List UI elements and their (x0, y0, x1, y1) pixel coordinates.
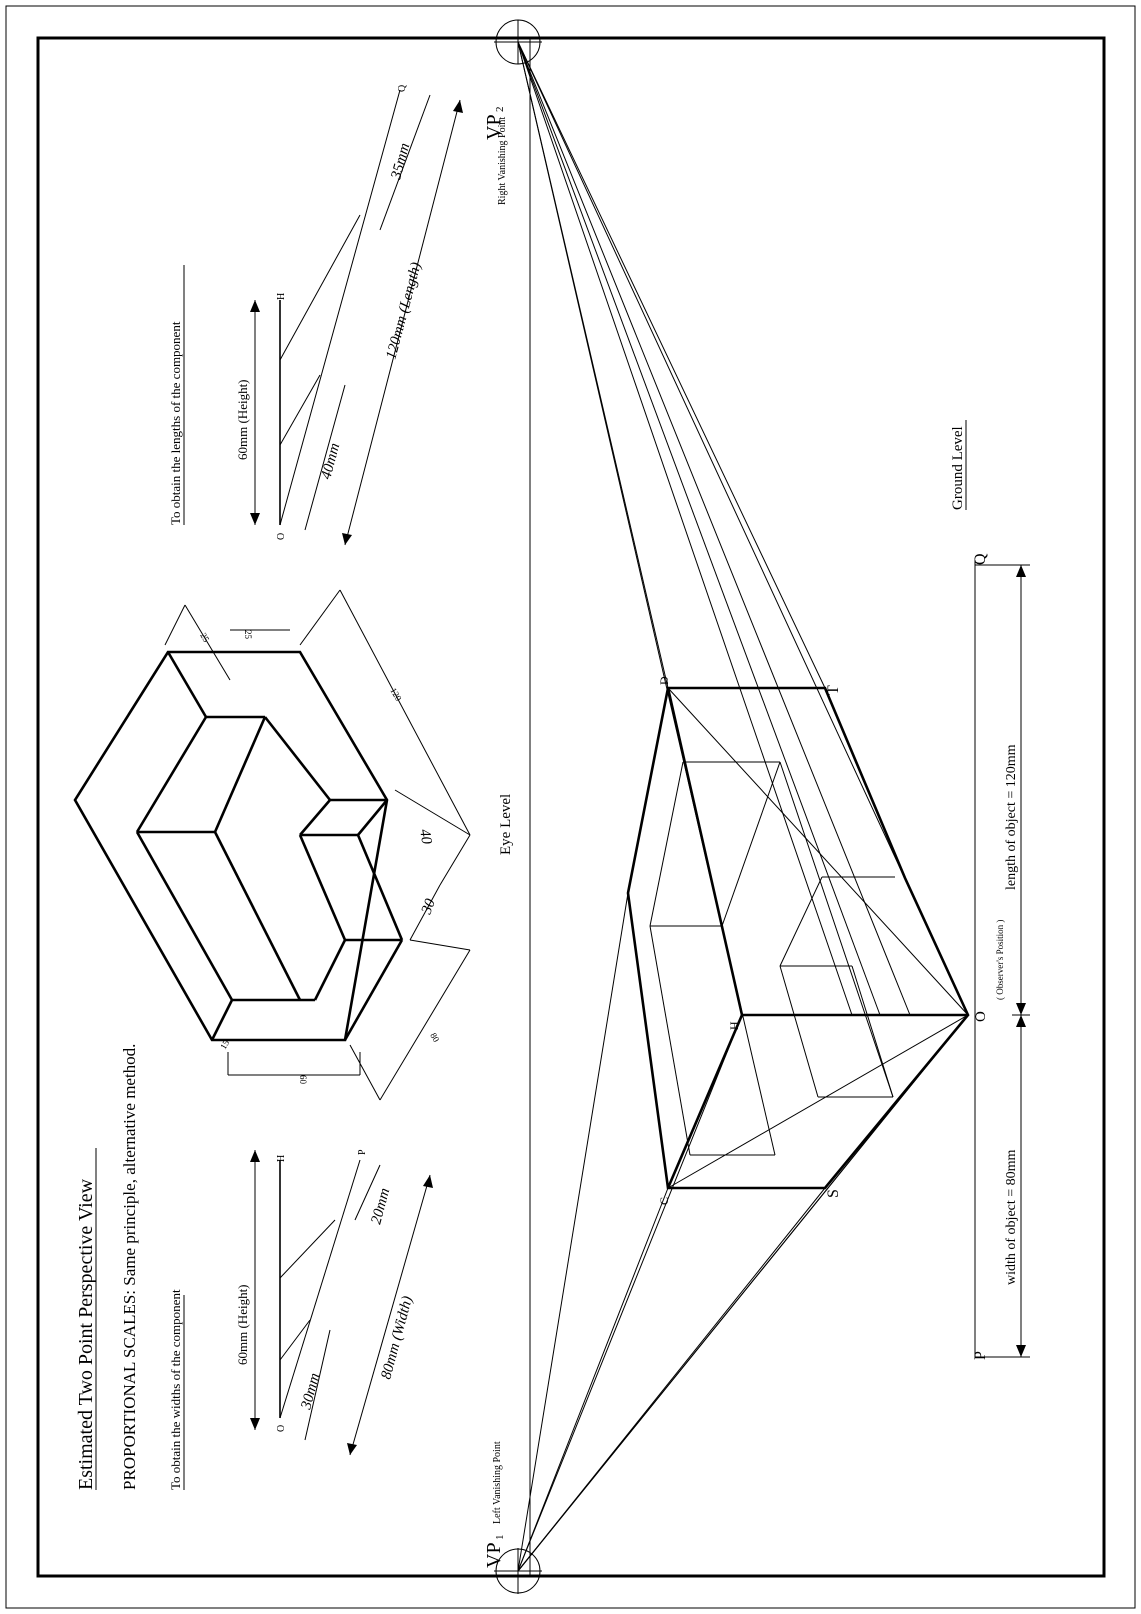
persp-observer-label: ( Observer's Position ) (995, 920, 1005, 1000)
sheet-subtitle: PROPORTIONAL SCALES: Same principle, alt… (120, 1044, 139, 1490)
persp-width-text: width of object = 80mm (1004, 1149, 1019, 1285)
width-scale (250, 1150, 433, 1456)
width-scale-total-label: 80mm (Width) (378, 1294, 416, 1381)
width-scale-height-label: 60mm (Height) (235, 1284, 250, 1365)
persp-h-label: H (727, 1021, 741, 1030)
iso-dim-30: 30 (418, 896, 439, 917)
length-scale-total-label: 120mm (Length) (383, 261, 424, 361)
width-scale-h-label: H (276, 1155, 287, 1162)
iso-dim-25a: 25 (243, 630, 253, 640)
persp-o-label: O (973, 1011, 989, 1022)
iso-dim-80: 80 (428, 1031, 441, 1044)
iso-dim-120: 120 (388, 686, 404, 703)
vp2-label: Right Vanishing Point (497, 117, 508, 205)
isometric-view (73, 589, 471, 1101)
length-scale-height-label: 60mm (Height) (235, 379, 250, 460)
outer-border (5, 5, 1136, 1609)
iso-dim-25b: 25 (198, 631, 211, 644)
persp-d-label: D (657, 676, 671, 685)
length-scale-35-label: 35mm (388, 141, 413, 182)
vp1-sub-label: 1 (494, 1535, 506, 1541)
persp-length-text: length of object = 120mm (1004, 744, 1019, 890)
vp1-main-label: VP (483, 1542, 505, 1568)
drawing-frame (36, 36, 1106, 1578)
vp1-construction-lines (517, 892, 969, 1572)
width-scale-o-label: O (276, 1425, 287, 1432)
persp-p-label: P (972, 1351, 989, 1360)
perspective-box (626, 686, 970, 1190)
length-scale-q-label: Q (397, 84, 408, 92)
perspective-dimensions (975, 564, 1030, 1358)
width-scale-p-label: P (357, 1149, 368, 1155)
widths-heading: To obtain the widths of the component (168, 1289, 183, 1490)
vp1-label: Left Vanishing Point (492, 1441, 503, 1524)
length-scale-40-label: 40mm (318, 441, 343, 481)
vp2-main-label: VP (483, 114, 505, 140)
eye-level-label: Eye Level (498, 794, 514, 855)
iso-dim-60: 60 (298, 1075, 308, 1085)
length-scale-h-label: H (276, 293, 287, 300)
lengths-heading: To obtain the lengths of the component (168, 321, 183, 525)
width-scale-20-label: 20mm (368, 1186, 393, 1226)
persp-q-label: Q (972, 553, 989, 565)
iso-dim-40: 40 (416, 828, 434, 846)
persp-c-label: C (657, 1197, 671, 1205)
ground-level-label: Ground Level (950, 426, 966, 510)
width-scale-30-label: 30mm (298, 1371, 323, 1412)
length-scale-o-label: O (276, 533, 287, 540)
length-scale (250, 89, 463, 546)
persp-t-label: T (825, 685, 842, 695)
persp-s-label: S (825, 1189, 842, 1198)
vp2-sub-label: 2 (494, 107, 506, 113)
sheet-title: Estimated Two Point Perspective View (75, 1178, 97, 1490)
